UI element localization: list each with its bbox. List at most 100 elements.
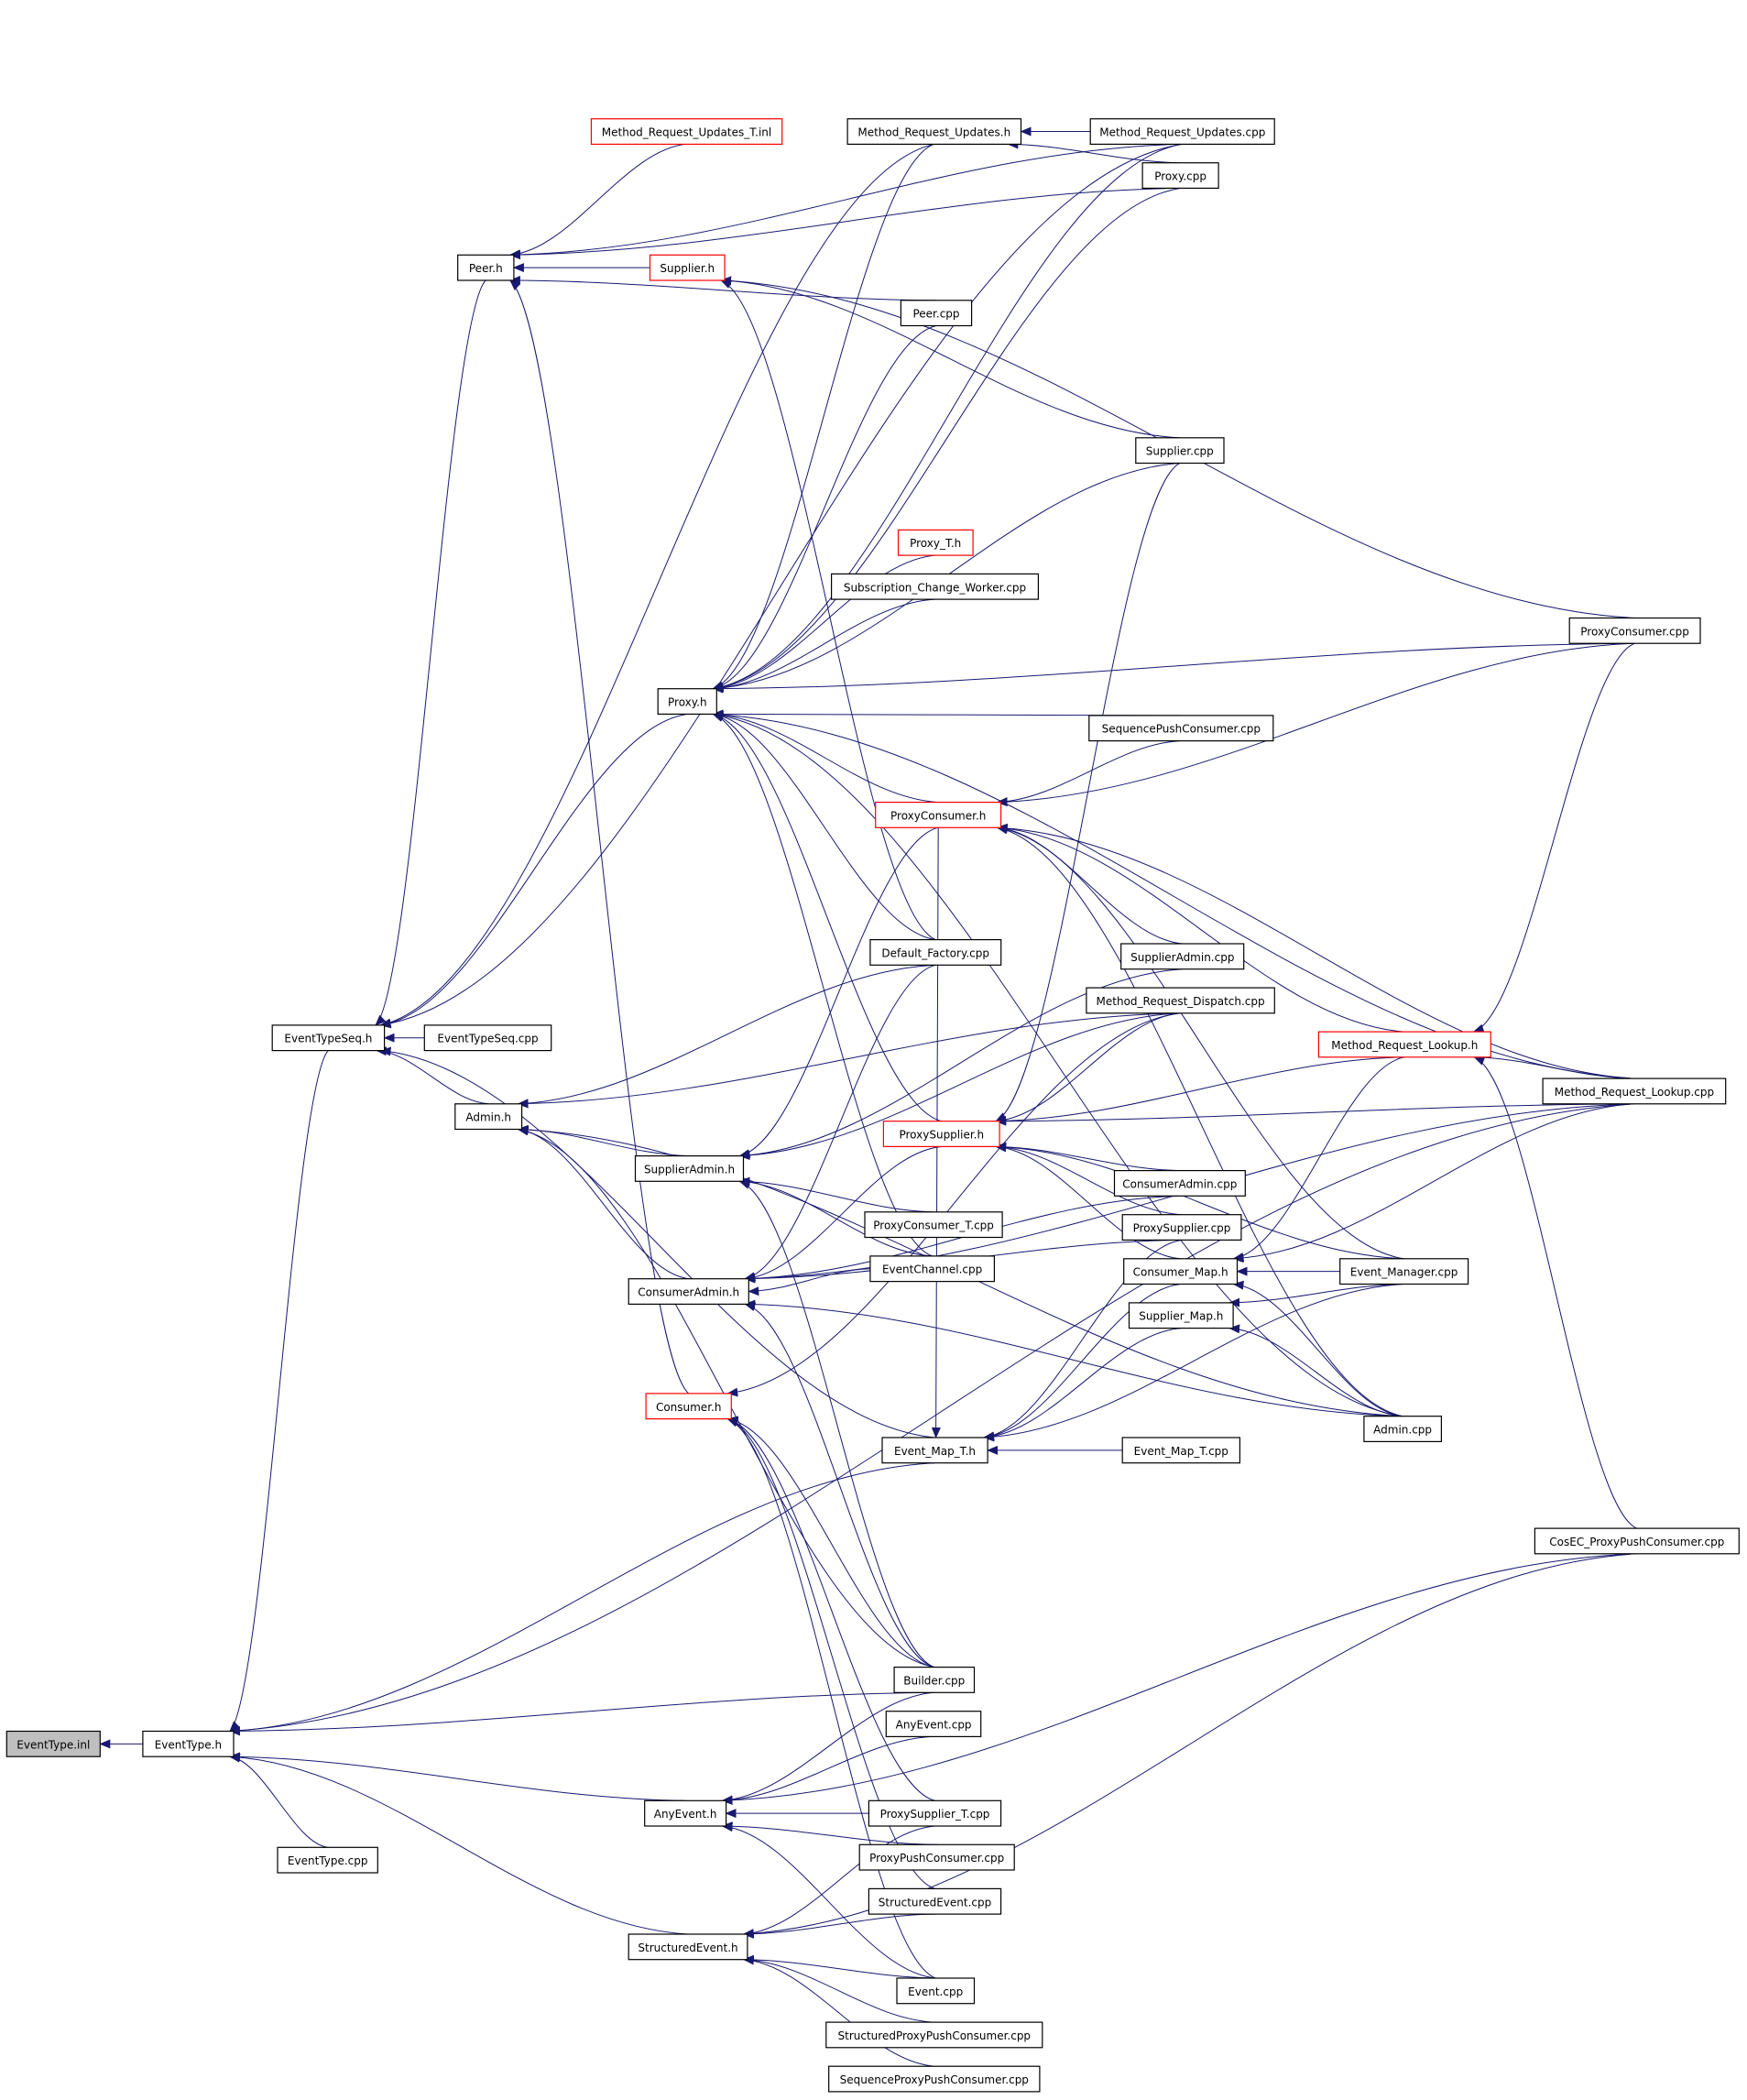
node-consumeradmin-cpp[interactable]: ConsumerAdmin.cpp <box>1113 1169 1246 1197</box>
node-admin-cpp[interactable]: Admin.cpp <box>1363 1416 1443 1442</box>
node-box[interactable] <box>868 1887 1002 1915</box>
node-box[interactable] <box>882 1121 1000 1147</box>
node-sequenceproxypushconsumer-cpp[interactable]: SequenceProxyPushConsumer.cpp <box>828 2065 1041 2093</box>
node-method-request-updates-h[interactable]: Method_Request_Updates.h <box>846 118 1022 145</box>
node-box[interactable] <box>881 1437 988 1464</box>
node-box[interactable] <box>869 1255 996 1283</box>
node-box[interactable] <box>1363 1416 1443 1442</box>
node-box[interactable] <box>885 1711 982 1737</box>
node-box[interactable] <box>875 801 1002 828</box>
node-box[interactable] <box>900 300 973 327</box>
node-box[interactable] <box>1089 118 1275 145</box>
node-box[interactable] <box>1534 1527 1740 1555</box>
node-box[interactable] <box>1317 1031 1491 1058</box>
node-method-request-lookup-cpp[interactable]: Method_Request_Lookup.cpp <box>1542 1077 1727 1105</box>
node-box[interactable] <box>830 573 1039 600</box>
node-box[interactable] <box>1088 715 1274 742</box>
node-event-map-t-cpp[interactable]: Event_Map_T.cpp <box>1121 1437 1240 1464</box>
node-proxy-cpp[interactable]: Proxy.cpp <box>1141 162 1219 189</box>
node-eventtypeseq-h[interactable]: EventTypeSeq.h <box>271 1024 386 1052</box>
node-box[interactable] <box>590 118 783 145</box>
node-event-map-t-h[interactable]: Event_Map_T.h <box>881 1437 988 1464</box>
node-box[interactable] <box>1339 1258 1469 1285</box>
node-subscription-change-worker-cpp[interactable]: Subscription_Change_Worker.cpp <box>830 573 1039 600</box>
node-structuredproxypushconsumer-cpp[interactable]: StructuredProxyPushConsumer.cpp <box>825 2021 1043 2049</box>
node-peer-h[interactable]: Peer.h <box>457 254 515 281</box>
node-box[interactable] <box>1086 987 1275 1014</box>
node-proxyconsumer-h[interactable]: ProxyConsumer.h <box>875 801 1002 828</box>
node-builder-cpp[interactable]: Builder.cpp <box>893 1666 976 1693</box>
node-box[interactable] <box>5 1730 101 1757</box>
node-box[interactable] <box>864 1211 1003 1239</box>
node-supplieradmin-h[interactable]: SupplierAdmin.h <box>634 1154 745 1182</box>
node-box[interactable] <box>896 1977 976 2005</box>
node-box[interactable] <box>825 2021 1043 2049</box>
node-proxyconsumer-cpp[interactable]: ProxyConsumer.cpp <box>1568 617 1701 644</box>
node-box[interactable] <box>1120 943 1245 970</box>
node-box[interactable] <box>645 1393 732 1420</box>
node-supplier-h[interactable]: Supplier.h <box>649 254 726 281</box>
node-box[interactable] <box>644 1799 727 1827</box>
node-structuredevent-cpp[interactable]: StructuredEvent.cpp <box>868 1887 1002 1915</box>
node-box[interactable] <box>649 254 726 281</box>
node-box[interactable] <box>1568 617 1701 644</box>
node-box[interactable] <box>1121 1437 1240 1464</box>
node-proxyconsumer-t-cpp[interactable]: ProxyConsumer_T.cpp <box>864 1211 1003 1239</box>
node-eventtype-h[interactable]: EventType.h <box>142 1730 235 1757</box>
node-box[interactable] <box>897 529 974 556</box>
node-eventtype-inl[interactable]: EventType.inl <box>5 1730 101 1757</box>
node-proxysupplier-cpp[interactable]: ProxySupplier.cpp <box>1121 1214 1242 1241</box>
node-proxypushconsumer-cpp[interactable]: ProxyPushConsumer.cpp <box>858 1843 1015 1871</box>
node-box[interactable] <box>657 688 717 716</box>
node-box[interactable] <box>1113 1169 1246 1197</box>
node-peer-cpp[interactable]: Peer.cpp <box>900 300 973 327</box>
node-box[interactable] <box>271 1024 386 1052</box>
node-box[interactable] <box>858 1843 1015 1871</box>
node-eventtype-cpp[interactable]: EventType.cpp <box>277 1846 378 1874</box>
node-box[interactable] <box>1123 1258 1239 1285</box>
node-proxy-t-h[interactable]: Proxy_T.h <box>897 529 974 556</box>
node-anyevent-h[interactable]: AnyEvent.h <box>644 1799 727 1827</box>
node-box[interactable] <box>846 118 1022 145</box>
node-box[interactable] <box>1121 1214 1242 1241</box>
node-box[interactable] <box>628 1933 748 1961</box>
node-box[interactable] <box>1141 162 1219 189</box>
node-proxysupplier-t-cpp[interactable]: ProxySupplier_T.cpp <box>868 1799 1002 1827</box>
node-box[interactable] <box>142 1730 235 1757</box>
node-method-request-lookup-h[interactable]: Method_Request_Lookup.h <box>1317 1031 1491 1058</box>
node-anyevent-cpp[interactable]: AnyEvent.cpp <box>885 1711 982 1737</box>
node-box[interactable] <box>1128 1302 1234 1329</box>
node-supplier-map-h[interactable]: Supplier_Map.h <box>1128 1302 1234 1329</box>
node-box[interactable] <box>869 938 1002 966</box>
node-box[interactable] <box>634 1154 745 1182</box>
node-consumer-map-h[interactable]: Consumer_Map.h <box>1123 1258 1239 1285</box>
node-box[interactable] <box>457 254 515 281</box>
node-eventchannel-cpp[interactable]: EventChannel.cpp <box>869 1255 996 1283</box>
node-sequencepushconsumer-cpp[interactable]: SequencePushConsumer.cpp <box>1088 715 1274 742</box>
node-method-request-updates-t-inl[interactable]: Method_Request_Updates_T.inl <box>590 118 783 145</box>
node-structuredevent-h[interactable]: StructuredEvent.h <box>628 1933 748 1961</box>
node-box[interactable] <box>277 1846 378 1874</box>
node-box[interactable] <box>868 1799 1002 1827</box>
node-box[interactable] <box>423 1024 552 1052</box>
node-eventtypeseq-cpp[interactable]: EventTypeSeq.cpp <box>423 1024 552 1052</box>
node-method-request-updates-cpp[interactable]: Method_Request_Updates.cpp <box>1089 118 1275 145</box>
node-proxy-h[interactable]: Proxy.h <box>657 688 717 716</box>
node-proxysupplier-h[interactable]: ProxySupplier.h <box>882 1121 1000 1147</box>
node-supplieradmin-cpp[interactable]: SupplierAdmin.cpp <box>1120 943 1245 970</box>
node-box[interactable] <box>454 1103 523 1131</box>
node-box[interactable] <box>1135 437 1225 465</box>
node-default-factory-cpp[interactable]: Default_Factory.cpp <box>869 938 1002 966</box>
node-box[interactable] <box>893 1666 976 1693</box>
node-consumer-h[interactable]: Consumer.h <box>645 1393 732 1420</box>
node-supplier-cpp[interactable]: Supplier.cpp <box>1135 437 1225 465</box>
node-box[interactable] <box>1542 1077 1727 1105</box>
node-event-cpp[interactable]: Event.cpp <box>896 1977 976 2005</box>
node-admin-h[interactable]: Admin.h <box>454 1103 523 1131</box>
node-consumeradmin-h[interactable]: ConsumerAdmin.h <box>628 1278 749 1305</box>
node-method-request-dispatch-cpp[interactable]: Method_Request_Dispatch.cpp <box>1086 987 1275 1014</box>
node-event-manager-cpp[interactable]: Event_Manager.cpp <box>1339 1258 1469 1285</box>
node-box[interactable] <box>628 1278 749 1305</box>
node-box[interactable] <box>828 2065 1041 2093</box>
node-cosec-proxypushconsumer-cpp[interactable]: CosEC_ProxyPushConsumer.cpp <box>1534 1527 1740 1555</box>
